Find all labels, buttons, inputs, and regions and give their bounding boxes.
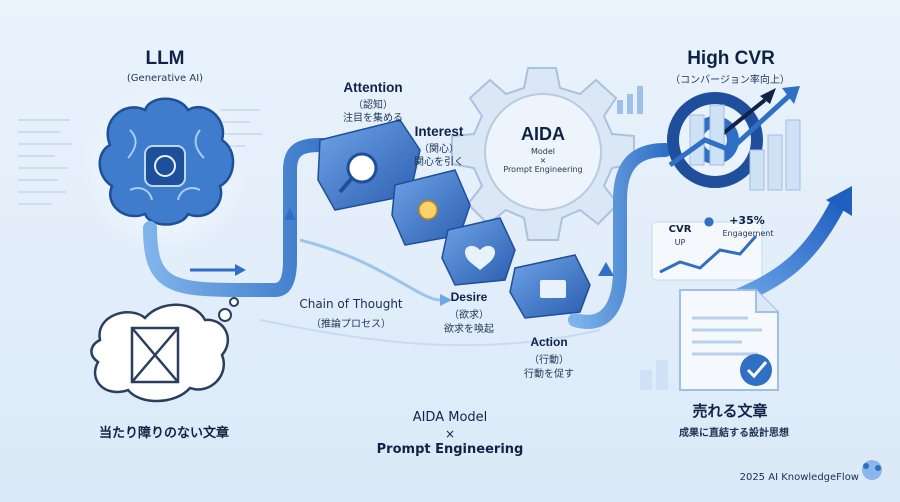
- attention-jp-desc: 注目を集める: [343, 113, 403, 124]
- gear-icon: [451, 67, 635, 241]
- bar-base: [640, 360, 668, 390]
- document-icon: [679, 289, 779, 391]
- flow-ribbon: [299, 238, 441, 302]
- growth-arrow-top: [668, 93, 792, 168]
- interest-title: Interest: [414, 124, 464, 139]
- gear-line-prompt: Prompt Engineering: [503, 165, 583, 174]
- metric-cvr: CVR: [668, 224, 692, 235]
- action-jp-term: （行動）: [529, 355, 569, 366]
- metric-up: UP: [674, 238, 686, 247]
- funnel-cards: [317, 119, 591, 319]
- footer-credit: 2025 AI KnowledgeFlow: [739, 472, 859, 483]
- llm-title: LLM: [145, 48, 185, 69]
- line-chart-icon: [651, 221, 763, 281]
- gear-title: AIDA: [521, 124, 565, 144]
- flow-pipe-right: [568, 143, 672, 329]
- chain-of-thought-title: Chain of Thought: [299, 297, 403, 311]
- selling-text-title: 売れる文章: [692, 402, 768, 420]
- flow-pipe-left: [143, 138, 352, 297]
- crossed-document-icon: [130, 326, 180, 384]
- bar-chart-icon: [689, 104, 801, 191]
- interest-jp-term: （関心）: [419, 144, 459, 155]
- flow-ribbon-faint: [259, 319, 601, 347]
- bottom-center-line1: AIDA Model: [412, 410, 488, 425]
- users-icon: ●: [703, 214, 715, 228]
- gear-line-model: Model: [530, 147, 556, 156]
- metric-engagement-label: Engagement: [722, 229, 774, 238]
- interest-jp-desc: 関心を引く: [414, 157, 464, 168]
- attention-jp-term: （認知）: [353, 100, 393, 111]
- desire-title: Desire: [450, 290, 488, 304]
- high-cvr-jp: （コンバージョン率向上）: [670, 75, 790, 86]
- action-title: Action: [530, 335, 568, 349]
- attention-title: Attention: [343, 80, 403, 95]
- llm-subtitle: (Generative AI): [126, 73, 204, 84]
- desire-jp-desc: 欲求を喚起: [444, 324, 494, 335]
- selling-text-subtitle: 成果に直結する設計思想: [679, 428, 789, 439]
- high-cvr-title: High CVR: [687, 48, 775, 69]
- bottom-center-line3: Prompt Engineering: [376, 442, 524, 457]
- metric-engagement-value: +35%: [729, 214, 765, 227]
- brain-logo-icon: [862, 460, 882, 480]
- bottom-center-line2: ×: [444, 427, 456, 441]
- unhelpful-text-label: 当たり障りのない文章: [98, 426, 229, 441]
- brain-icon: [98, 97, 235, 226]
- chain-of-thought-jp: （推論プロセス）: [311, 319, 391, 330]
- mini-chart-top: [617, 86, 643, 114]
- desire-jp-term: （欲求）: [449, 310, 489, 321]
- gear-line-cross: ×: [539, 156, 547, 165]
- action-jp-desc: 行動を促す: [524, 369, 574, 380]
